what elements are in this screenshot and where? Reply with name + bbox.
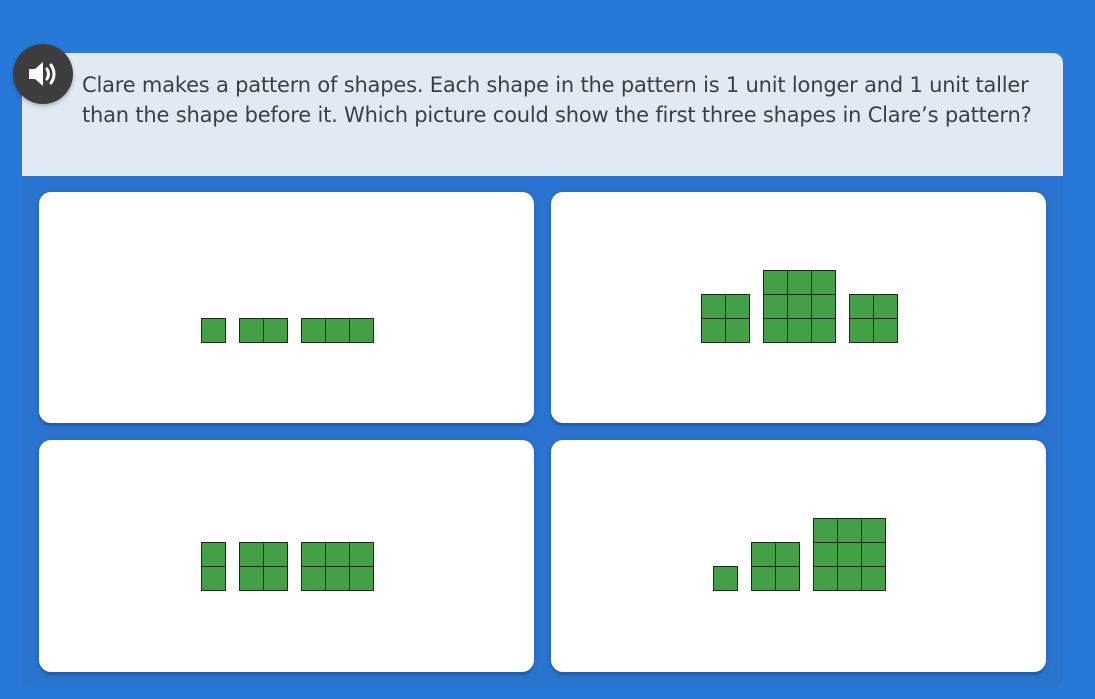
unit-square xyxy=(837,566,862,591)
option-a-figure xyxy=(201,318,374,343)
option-a-shape-3 xyxy=(301,318,374,343)
unit-square xyxy=(701,318,726,343)
unit-square xyxy=(713,566,738,591)
unit-square xyxy=(725,294,750,319)
option-a-shape-1 xyxy=(201,318,226,343)
unit-square xyxy=(263,566,288,591)
unit-square xyxy=(811,318,836,343)
unit-square xyxy=(701,294,726,319)
question-panel: Clare makes a pattern of shapes. Each sh… xyxy=(22,53,1063,176)
unit-square xyxy=(873,318,898,343)
option-a-shape-2 xyxy=(239,318,288,343)
option-d-shape-2 xyxy=(751,542,800,591)
option-b-shape-1 xyxy=(701,294,750,343)
unit-square xyxy=(787,318,812,343)
option-c-shape-1 xyxy=(201,542,226,591)
unit-square xyxy=(873,294,898,319)
unit-square xyxy=(837,542,862,567)
option-d-figure xyxy=(713,518,886,591)
unit-square xyxy=(751,542,776,567)
unit-square xyxy=(861,542,886,567)
option-d-shape-3 xyxy=(813,518,886,591)
unit-square xyxy=(725,318,750,343)
unit-square xyxy=(263,318,288,343)
unit-square xyxy=(325,318,350,343)
option-b-shape-2 xyxy=(763,270,836,343)
unit-square xyxy=(239,542,264,567)
option-c-shape-3 xyxy=(301,542,374,591)
unit-square xyxy=(239,318,264,343)
unit-square xyxy=(201,542,226,567)
unit-square xyxy=(201,318,226,343)
option-d-shape-1 xyxy=(713,566,738,591)
unit-square xyxy=(239,566,264,591)
question-text: Clare makes a pattern of shapes. Each sh… xyxy=(82,73,1032,127)
speaker-icon xyxy=(29,62,56,86)
unit-square xyxy=(763,294,788,319)
unit-square xyxy=(751,566,776,591)
option-c-figure xyxy=(201,542,374,591)
answer-option-c[interactable] xyxy=(39,440,534,672)
unit-square xyxy=(775,542,800,567)
unit-square xyxy=(301,318,326,343)
unit-square xyxy=(301,566,326,591)
answer-option-d[interactable] xyxy=(551,440,1046,672)
answer-option-b[interactable] xyxy=(551,192,1046,423)
unit-square xyxy=(325,542,350,567)
unit-square xyxy=(763,318,788,343)
unit-square xyxy=(787,270,812,295)
unit-square xyxy=(837,518,862,543)
unit-square xyxy=(811,270,836,295)
unit-square xyxy=(349,566,374,591)
option-b-figure xyxy=(701,270,898,343)
unit-square xyxy=(811,294,836,319)
unit-square xyxy=(849,294,874,319)
unit-square xyxy=(787,294,812,319)
option-b-shape-3 xyxy=(849,294,898,343)
unit-square xyxy=(861,518,886,543)
unit-square xyxy=(861,566,886,591)
unit-square xyxy=(813,542,838,567)
unit-square xyxy=(775,566,800,591)
unit-square xyxy=(263,542,288,567)
unit-square xyxy=(763,270,788,295)
unit-square xyxy=(325,566,350,591)
unit-square xyxy=(849,318,874,343)
unit-square xyxy=(813,518,838,543)
option-c-shape-2 xyxy=(239,542,288,591)
unit-square xyxy=(201,566,226,591)
audio-button[interactable] xyxy=(13,44,73,104)
unit-square xyxy=(301,542,326,567)
unit-square xyxy=(349,318,374,343)
unit-square xyxy=(813,566,838,591)
answer-option-a[interactable] xyxy=(39,192,534,423)
unit-square xyxy=(349,542,374,567)
